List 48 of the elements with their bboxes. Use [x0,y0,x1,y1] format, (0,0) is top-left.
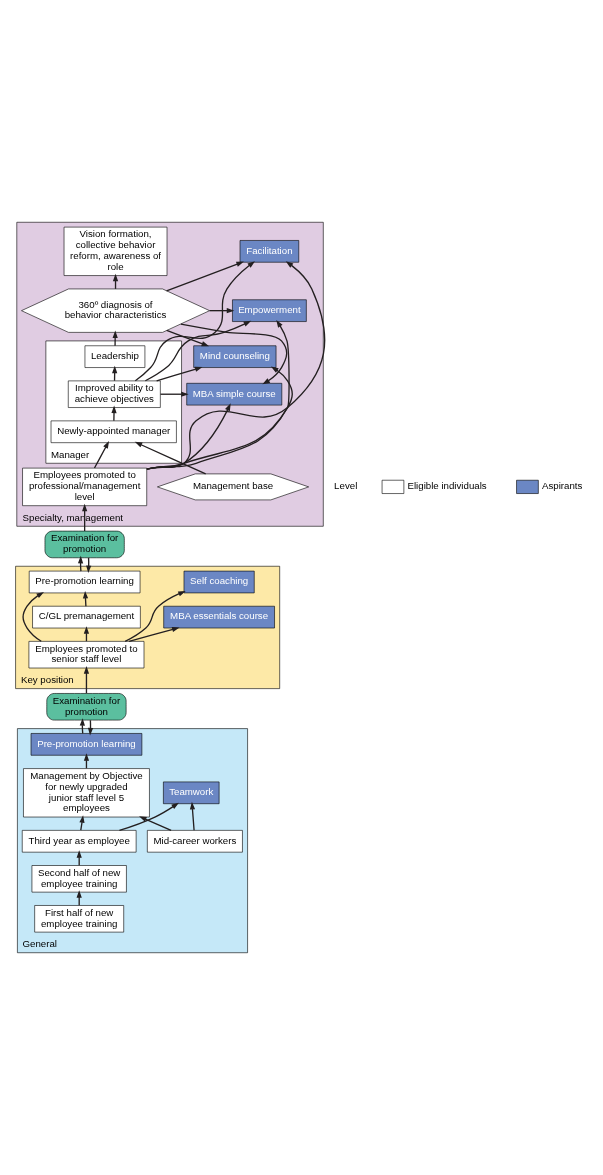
node-box: Employees promoted to senior staff level [28,641,145,669]
arrow [189,801,196,831]
node-box: Second half of new employee training [31,865,127,893]
arrow [156,366,203,382]
arrow [139,816,172,831]
node-box: MBA essentials course [163,605,275,629]
arrow [128,626,180,642]
arrow [93,440,110,469]
arrow [112,330,118,347]
node-box: Pre-promotion learning [28,570,141,594]
arrow [83,666,90,694]
node-box: Mid-career workers [147,830,243,853]
arrow [146,403,231,470]
legend-label: Aspirants [541,480,583,492]
node-box: Vision formation, collective behavior reform, awareness of role [63,226,168,276]
arrow [118,802,179,831]
arrow [146,261,326,470]
arrow [165,261,244,292]
node-box: Teamwork [163,781,220,804]
node-box: Improved ability to achieve objectives [67,380,161,408]
arrow [134,441,207,475]
node-box: Pre-promotion learning [30,733,143,756]
node-box: Self coaching [183,570,255,594]
arrow [22,591,44,642]
arrow [180,323,288,385]
node-box: Mind counseling [193,345,277,368]
node-box: Third year as employee [21,830,137,853]
arrow [111,405,117,422]
arrow [134,261,255,382]
node-box: Examination for promotion [46,693,127,721]
arrow [124,591,186,642]
node-box: Leadership [84,345,146,368]
node-box: First half of new employee training [34,905,124,933]
node-box: Employees promoted to professional/management level [22,467,148,506]
arrow [146,366,293,470]
node-box: MBA simple course [186,383,283,406]
arrow [144,320,252,382]
arrow [166,329,210,347]
node-box: Empowerment [232,299,307,322]
label: Level [334,480,358,492]
arrow [159,391,189,397]
node-box: Newly-appointed manager [50,420,177,443]
node-box: Examination for promotion [44,530,125,559]
node-box: C/GL premanagement [32,605,141,629]
legend-label: Eligible individuals [407,480,487,492]
arrow [146,319,290,470]
node-box: Management by Objective for newly upgraded junior staff level 5 employees [23,768,150,818]
node-box: Facilitation [239,240,300,263]
